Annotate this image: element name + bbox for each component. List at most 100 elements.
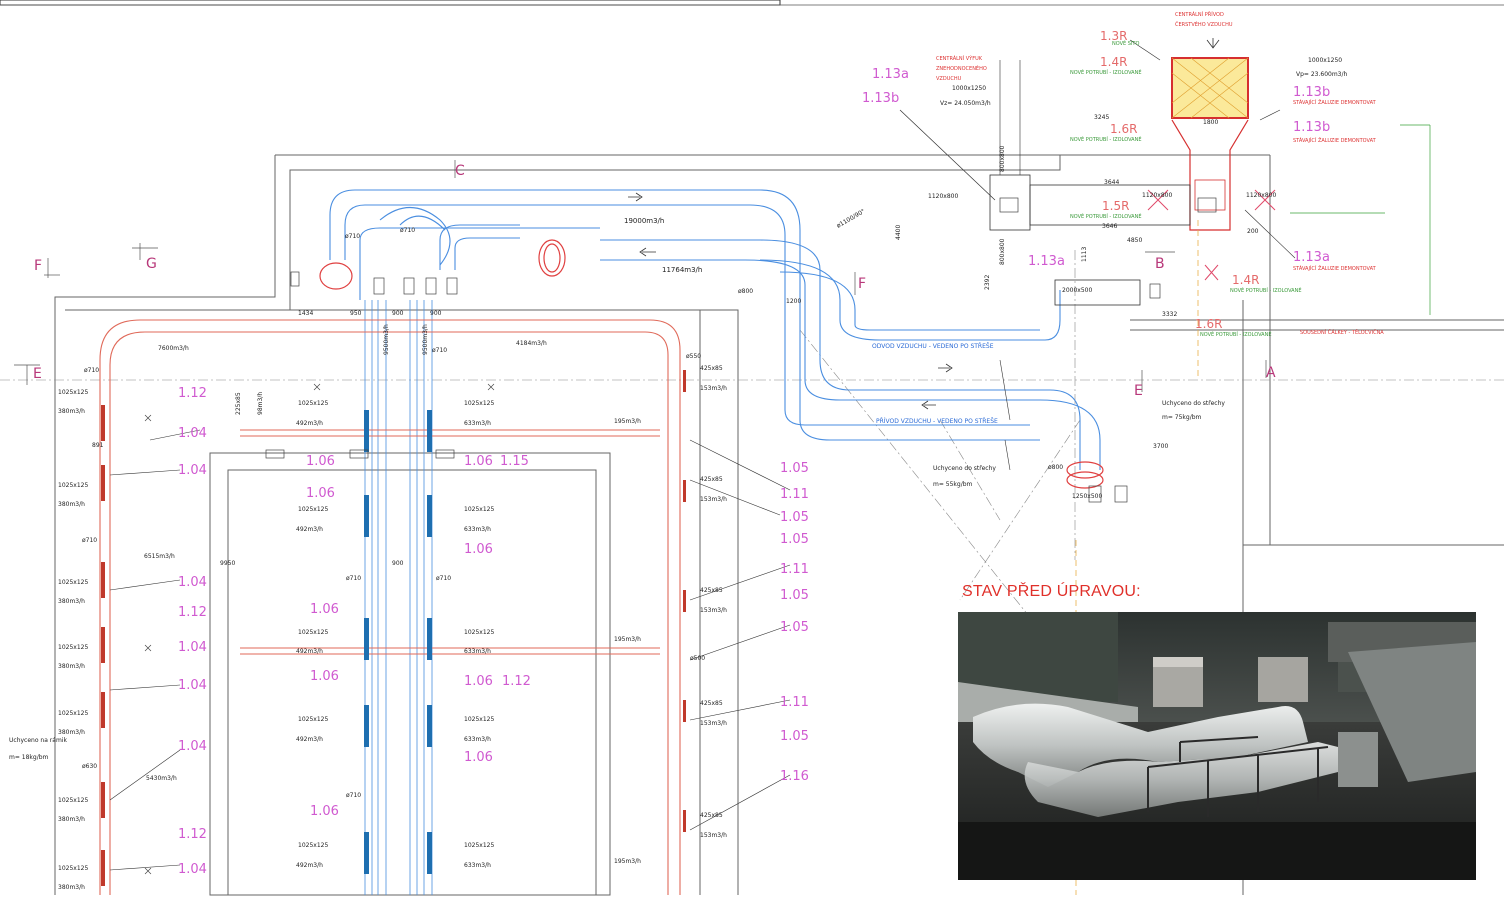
svg-text:1.11: 1.11 [780,695,809,710]
svg-text:1000x1250: 1000x1250 [952,85,986,92]
svg-text:195m3/h: 195m3/h [614,636,641,643]
svg-text:800x800: 800x800 [999,238,1006,265]
svg-text:225x85: 225x85 [235,392,242,415]
svg-text:Vp= 23.600m3/h: Vp= 23.600m3/h [1296,71,1348,78]
exhaust-duct-red [99,319,681,895]
tag-1-6r-b: 1.6R [1195,317,1222,331]
svg-text:1.12: 1.12 [178,605,207,620]
svg-text:1000x1250: 1000x1250 [1308,57,1342,64]
svg-text:1120x800: 1120x800 [1142,192,1172,199]
svg-text:900: 900 [430,310,442,317]
svg-text:4184m3/h: 4184m3/h [516,340,547,347]
svg-text:1.04: 1.04 [178,678,207,693]
svg-text:1025x125: 1025x125 [58,710,88,717]
svg-text:6515m3/h: 6515m3/h [144,553,175,560]
svg-text:1.05: 1.05 [780,532,809,547]
svg-text:5430m3/h: 5430m3/h [146,775,177,782]
svg-text:4400: 4400 [895,225,902,240]
svg-text:1.12: 1.12 [178,827,207,842]
svg-text:1025x125: 1025x125 [58,797,88,804]
intake-label-2: ČERSTVÉHO VZDUCHU [1175,20,1233,28]
svg-text:1.06: 1.06 [310,804,339,819]
green-dims [1290,124,1431,315]
tag-1-13a-r: 1.13a [1293,250,1330,265]
round-elbows [319,239,1104,489]
svg-text:1113: 1113 [1081,247,1088,262]
svg-text:ø710: ø710 [346,575,361,582]
section-markers [14,160,1267,392]
photo-image [958,612,1476,880]
svg-text:1120x800: 1120x800 [928,193,958,200]
svg-text:153m3/h: 153m3/h [700,607,727,614]
svg-text:1025x125: 1025x125 [58,579,88,586]
svg-text:380m3/h: 380m3/h [58,663,85,670]
svg-text:Uchyceno na rámik: Uchyceno na rámik [9,737,67,744]
svg-text:1025x125: 1025x125 [58,482,88,489]
tag-1-4r-b: 1.4R [1232,273,1259,287]
svg-text:m= 55kg/bm: m= 55kg/bm [933,481,973,488]
svg-text:G: G [146,256,157,272]
svg-text:ø710: ø710 [346,792,361,799]
tag-1-13b-r2: 1.13b [1293,120,1330,135]
svg-text:492m3/h: 492m3/h [296,736,323,743]
svg-text:1.05: 1.05 [780,588,809,603]
intake-label-1: CENTRÁLNÍ PŘÍVOD [1175,10,1224,18]
svg-text:STÁVAJÍCÍ ŽALUZIE DEMONTOVAT: STÁVAJÍCÍ ŽALUZIE DEMONTOVAT [1293,98,1377,106]
svg-text:380m3/h: 380m3/h [58,816,85,823]
grid-unit-labels: 1025x125 492m3/h 1025x125 633m3/h 1025x125… [296,400,494,869]
svg-text:1.15: 1.15 [500,454,529,469]
svg-text:NOVÉ SÍTO: NOVÉ SÍTO [1112,39,1139,47]
tag-1-5r: 1.5R [1102,199,1129,213]
svg-text:1.12: 1.12 [178,386,207,401]
exhaust-label-2: ZNEHODNOCENÉHO [936,64,987,72]
svg-text:1.06: 1.06 [464,674,493,689]
svg-text:NOVÉ POTRUBÍ - IZOLOVANÉ: NOVÉ POTRUBÍ - IZOLOVANÉ [1230,286,1302,294]
tag-1-13b-r1: 1.13b [1293,85,1330,100]
svg-text:ø710: ø710 [345,233,360,240]
svg-text:492m3/h: 492m3/h [296,648,323,655]
exhaust-label-3: VZDUCHU [936,76,962,82]
svg-text:3245: 3245 [1094,114,1109,121]
svg-text:153m3/h: 153m3/h [700,720,727,727]
grille-marks-blue [364,410,432,874]
svg-text:2392: 2392 [984,275,991,290]
supply-duct-blue [329,189,1101,470]
svg-text:425x85: 425x85 [700,587,723,594]
svg-text:1025x125: 1025x125 [298,716,328,723]
svg-text:7600m3/h: 7600m3/h [158,345,189,352]
svg-text:NOVÉ POTRUBÍ - IZOLOVANÉ: NOVÉ POTRUBÍ - IZOLOVANÉ [1200,330,1272,338]
svg-text:1.05: 1.05 [780,620,809,635]
svg-text:1025x125: 1025x125 [464,842,494,849]
svg-text:425x85: 425x85 [700,476,723,483]
svg-text:9500m3/h: 9500m3/h [383,324,390,355]
svg-text:195m3/h: 195m3/h [614,418,641,425]
svg-text:ø800: ø800 [1048,464,1063,471]
svg-text:ø710: ø710 [436,575,451,582]
svg-text:633m3/h: 633m3/h [464,862,491,869]
svg-text:1.04: 1.04 [178,575,207,590]
svg-text:1025x125: 1025x125 [298,629,328,636]
svg-text:9500m3/h: 9500m3/h [422,324,429,355]
leader-lines [109,39,1296,871]
svg-text:STÁVAJÍCÍ ŽALUZIE DEMONTOVAT: STÁVAJÍCÍ ŽALUZIE DEMONTOVAT [1293,264,1377,272]
svg-text:1.06: 1.06 [310,669,339,684]
svg-text:E: E [1134,383,1143,399]
svg-text:1.06: 1.06 [310,602,339,617]
ahu-labels: CENTRÁLNÍ PŘÍVOD ČERSTVÉHO VZDUCHU CENTR… [862,10,1377,500]
section-letters: C F G E F B E A [33,163,1276,399]
svg-text:425x85: 425x85 [700,812,723,819]
svg-text:E: E [33,366,42,382]
svg-text:Uchyceno do střechy: Uchyceno do střechy [1162,400,1225,407]
before-photo [958,612,1476,880]
svg-text:425x85: 425x85 [700,365,723,372]
svg-text:98m3/h: 98m3/h [257,392,264,415]
svg-text:633m3/h: 633m3/h [464,420,491,427]
device-symbols [144,197,1217,875]
svg-text:PŘÍVOD VZDUCHU - VEDENO PO STŘ: PŘÍVOD VZDUCHU - VEDENO PO STŘEŠE [876,417,998,425]
svg-text:492m3/h: 492m3/h [296,420,323,427]
svg-text:1200: 1200 [786,298,801,305]
svg-text:3700: 3700 [1153,443,1168,450]
svg-text:1025x125: 1025x125 [298,842,328,849]
svg-text:B: B [1155,256,1165,272]
svg-text:492m3/h: 492m3/h [296,526,323,533]
